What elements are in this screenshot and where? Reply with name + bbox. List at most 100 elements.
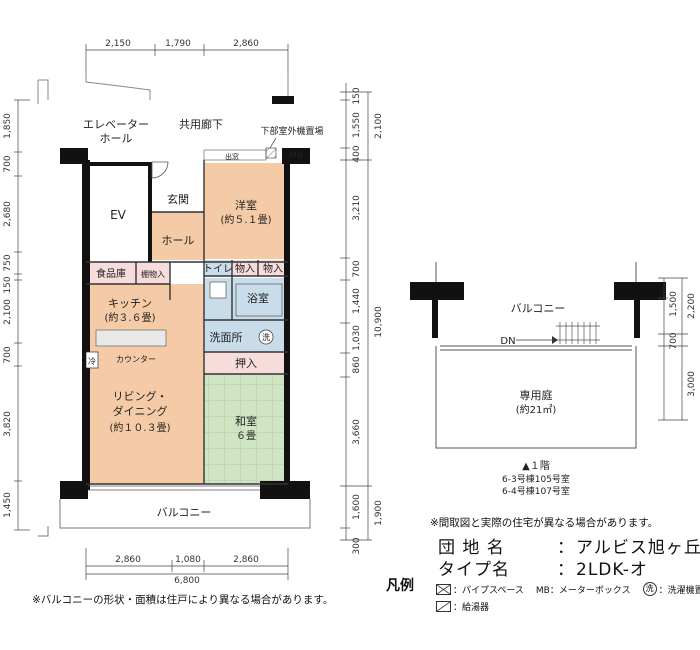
legend-meter-box: MB：メーターボックス bbox=[535, 585, 631, 596]
dim-top-1: 2,150 bbox=[105, 39, 131, 49]
fridge-space bbox=[85, 351, 99, 369]
storage-row bbox=[232, 260, 288, 276]
outdoor-unit-label: 下部室外機置場 bbox=[260, 125, 323, 137]
dim-right-3: 400 bbox=[352, 145, 362, 162]
fridge-label: 冷 bbox=[88, 356, 96, 366]
legend-row-1: ：パイプスペース MB：メーターボックス 洗 ：洗濯機置場 bbox=[436, 582, 700, 596]
bathtub bbox=[235, 283, 283, 317]
garden-label: 専用庭 bbox=[520, 388, 553, 402]
annex-dn-label: DN bbox=[500, 336, 515, 347]
shelf-storage-label: 棚物入 bbox=[141, 269, 165, 279]
corridor-outline bbox=[37, 72, 294, 104]
pipe-space bbox=[265, 147, 277, 159]
dim-right-5: 700 bbox=[352, 260, 362, 277]
legend-title: 凡例 bbox=[386, 578, 414, 594]
left-dimension-line bbox=[14, 99, 30, 531]
annex-unit-1: 6-3号棟105号室 bbox=[502, 473, 570, 485]
dim-right-9: 3,660 bbox=[352, 419, 362, 445]
western-room-size: (約５.１畳) bbox=[221, 213, 272, 226]
bay-window-label: 出窓 bbox=[225, 152, 239, 161]
kitchen-label: キッチン bbox=[108, 297, 152, 310]
shelf-storage-area bbox=[136, 262, 170, 284]
type-name-value: 2LDK-オ bbox=[576, 560, 648, 580]
pantry-label: 食品庫 bbox=[96, 267, 126, 280]
dim-bottom-1: 2,860 bbox=[115, 555, 141, 565]
ev-shaft bbox=[90, 166, 148, 260]
water-heater-icon bbox=[436, 601, 451, 612]
dim-right-6: 1,440 bbox=[352, 288, 362, 314]
walls bbox=[60, 148, 310, 499]
bottom-windows bbox=[88, 485, 260, 491]
dim-right-10: 1,600 bbox=[352, 494, 362, 520]
living-label-1: リビング・ bbox=[113, 389, 168, 403]
left-dimension-labels: 1,850 700 2,680 750 150 2,100 700 3,820 … bbox=[3, 113, 13, 518]
annex-plan bbox=[410, 262, 666, 449]
washitsu-size: ６畳 bbox=[236, 430, 256, 442]
toilet-fixture bbox=[209, 281, 227, 299]
top-dimension-line bbox=[85, 44, 289, 72]
legend-washer-space: ：洗濯機置場 bbox=[658, 585, 700, 596]
genkan-label: 玄関 bbox=[167, 192, 189, 206]
toilet-area bbox=[204, 260, 232, 276]
right-dimension-labels: 150 1,550 400 3,210 700 1,440 1,030 860 … bbox=[352, 87, 384, 554]
kitchen-size: (約３.６畳) bbox=[105, 311, 156, 324]
mb-label: MB bbox=[289, 151, 303, 161]
dim-right-8: 860 bbox=[352, 356, 362, 373]
storage-label-2: 物入 bbox=[263, 262, 283, 275]
legend-row-2: ：給湯器 bbox=[436, 600, 489, 613]
dim-right-4: 3,210 bbox=[352, 195, 362, 221]
complex-name-label: 団 地 名 bbox=[438, 538, 505, 558]
dim-left-2: 700 bbox=[3, 155, 13, 172]
oshiire-area bbox=[204, 352, 288, 374]
type-name-label: タイプ名 bbox=[438, 560, 510, 580]
washitsu-area bbox=[204, 374, 288, 484]
legend-pipe-space: ：パイプスペース bbox=[453, 585, 524, 596]
dim-left-9: 1,450 bbox=[3, 492, 13, 518]
type-name-colon: ： bbox=[557, 560, 575, 580]
dim-right-7: 1,030 bbox=[352, 325, 362, 351]
interior-walls bbox=[86, 160, 288, 485]
complex-name-colon: ： bbox=[557, 538, 575, 558]
western-room-label: 洋室 bbox=[235, 198, 257, 212]
oshiire-label: 押入 bbox=[235, 356, 257, 370]
annex-unit-2: 6-4号棟107号室 bbox=[502, 485, 570, 497]
washer-mark bbox=[258, 329, 274, 345]
dim-bottom-2: 1,080 bbox=[175, 555, 201, 565]
elevator-hall-label-1: エレベーター bbox=[83, 118, 149, 131]
bath-area bbox=[232, 278, 288, 320]
annex-balcony-label: バルコニー bbox=[511, 302, 566, 315]
toilet-label: トイレ bbox=[203, 264, 233, 275]
dim-top-2: 1,790 bbox=[165, 39, 191, 49]
hall-label: ホール bbox=[162, 234, 195, 247]
bath-label: 浴室 bbox=[247, 291, 269, 305]
washroom-area bbox=[204, 320, 288, 352]
annex-dim-3: 700 bbox=[669, 332, 679, 349]
dim-top-3: 2,860 bbox=[233, 39, 259, 49]
annex-dim-1: 1,500 bbox=[669, 291, 679, 317]
corridor-label: 共用廊下 bbox=[179, 117, 223, 131]
living-kitchen-area bbox=[86, 284, 204, 484]
front-door bbox=[151, 161, 169, 179]
living-label-2: ダイニング bbox=[113, 404, 168, 418]
annex-floor-label: ▲１階 bbox=[522, 460, 550, 472]
dim-right-2: 1,550 bbox=[352, 112, 362, 138]
garden-size: (約21㎡) bbox=[516, 403, 557, 416]
genkan-area bbox=[152, 184, 204, 212]
dim-left-6: 2,100 bbox=[3, 299, 13, 325]
dim-right-outer-2: 10,900 bbox=[374, 306, 384, 338]
balcony-outline bbox=[38, 499, 311, 537]
right-dimension-lines bbox=[340, 83, 372, 541]
dim-bottom-3: 2,860 bbox=[233, 555, 259, 565]
hall-area bbox=[152, 212, 204, 260]
living-size: (約１０.３畳) bbox=[110, 421, 171, 434]
counter-label: カウンター bbox=[116, 355, 156, 364]
dim-left-5: 150 bbox=[3, 276, 13, 293]
dim-right-outer-1: 2,100 bbox=[374, 113, 384, 139]
elevator-hall-label-2: ホール bbox=[100, 132, 133, 145]
washer-icon: 洗 bbox=[642, 582, 657, 596]
annex-dim-4: 3,000 bbox=[687, 371, 697, 397]
pantry-area bbox=[86, 262, 136, 284]
washer-label: 洗 bbox=[262, 332, 270, 342]
floor-plan-note: ※間取図と実際の住宅が異なる場合があります。 bbox=[430, 517, 659, 529]
storage-label-1: 物入 bbox=[235, 262, 255, 275]
